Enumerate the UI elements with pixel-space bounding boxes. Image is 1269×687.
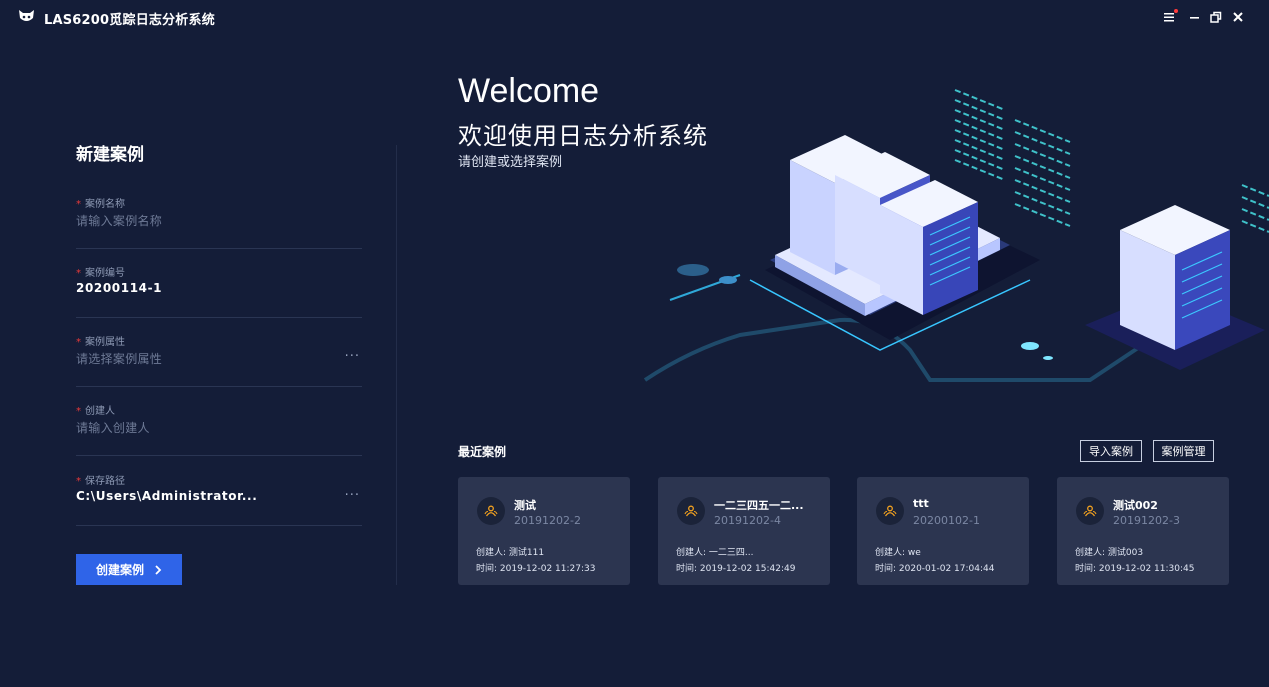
save-path-field[interactable]: * 保存路径 C:\Users\Administrator... ··· (76, 472, 362, 526)
case-name: 一二三四五一二... (714, 499, 804, 512)
case-name-input[interactable]: 请输入案例名称 (76, 214, 163, 228)
case-code: 20200102-1 (913, 514, 980, 527)
case-management-button[interactable]: 案例管理 (1153, 440, 1214, 462)
case-name-label: * 案例名称 (76, 195, 125, 210)
case-creator: 创建人: 测试111 (476, 548, 545, 558)
create-case-label: 创建案例 (95, 563, 144, 577)
case-icon-badge (677, 497, 705, 525)
save-path-label-text: 保存路径 (85, 476, 125, 487)
case-name: 测试002 (1113, 499, 1158, 512)
case-time: 时间: 2019-12-02 11:27:33 (476, 564, 596, 574)
welcome-title: Welcome (458, 72, 600, 110)
case-code: 20191202-4 (714, 514, 781, 527)
case-name-label-text: 案例名称 (85, 199, 125, 210)
required-mark: * (76, 268, 81, 279)
minimize-icon (1190, 17, 1199, 19)
title-bar: LAS6200觅踪日志分析系统 (0, 0, 1269, 34)
users-group-icon (883, 505, 897, 517)
recent-case-card[interactable]: 测试 20191202-2 创建人: 测试111 时间: 2019-12-02 … (458, 477, 630, 585)
case-number-label: * 案例编号 (76, 264, 125, 279)
case-icon-badge (477, 497, 505, 525)
case-attribute-label-text: 案例属性 (85, 337, 125, 348)
creator-label: * 创建人 (76, 402, 115, 417)
case-code: 20191202-2 (514, 514, 581, 527)
new-case-title: 新建案例 (76, 145, 144, 165)
create-case-button[interactable]: 创建案例 (76, 554, 182, 585)
case-number-label-text: 案例编号 (85, 268, 125, 279)
required-mark: * (76, 337, 81, 348)
case-time: 时间: 2019-12-02 11:30:45 (1075, 564, 1195, 574)
case-name-field[interactable]: * 案例名称 请输入案例名称 (76, 195, 362, 249)
creator-field[interactable]: * 创建人 请输入创建人 (76, 402, 362, 456)
case-attribute-select[interactable]: 请选择案例属性 (76, 352, 163, 366)
notification-dot (1174, 9, 1178, 13)
required-mark: * (76, 476, 81, 487)
minimize-button[interactable] (1187, 9, 1203, 25)
save-path-label: * 保存路径 (76, 472, 125, 487)
panel-divider (396, 145, 397, 585)
recent-case-card[interactable]: 测试002 20191202-3 创建人: 测试003 时间: 2019-12-… (1057, 477, 1229, 585)
main-menu-button[interactable] (1162, 9, 1178, 25)
restore-button[interactable] (1208, 9, 1224, 25)
import-case-button[interactable]: 导入案例 (1080, 440, 1142, 462)
restore-icon (1210, 11, 1222, 23)
creator-input[interactable]: 请输入创建人 (76, 421, 150, 435)
creator-label-text: 创建人 (85, 406, 115, 417)
recent-case-card[interactable]: ttt 20200102-1 创建人: we 时间: 2020-01-02 17… (857, 477, 1029, 585)
app-title: LAS6200觅踪日志分析系统 (44, 13, 215, 28)
case-time: 时间: 2019-12-02 15:42:49 (676, 564, 796, 574)
recent-case-card[interactable]: 一二三四五一二... 20191202-4 创建人: 一二三四... 时间: 2… (658, 477, 830, 585)
welcome-subtitle: 欢迎使用日志分析系统 (458, 122, 708, 150)
required-mark: * (76, 406, 81, 417)
case-name: 测试 (514, 499, 536, 512)
case-creator: 创建人: 一二三四... (676, 548, 754, 558)
case-attribute-label: * 案例属性 (76, 333, 125, 348)
users-group-icon (484, 505, 498, 517)
case-name: ttt (913, 497, 929, 510)
save-path-input[interactable]: C:\Users\Administrator... (76, 489, 258, 503)
required-mark: * (76, 199, 81, 210)
hamburger-menu-icon (1164, 13, 1174, 22)
cat-face-logo-icon (19, 10, 34, 21)
users-group-icon (1083, 505, 1097, 517)
case-number-input[interactable]: 20200114-1 (76, 281, 163, 295)
case-time: 时间: 2020-01-02 17:04:44 (875, 564, 995, 574)
case-attribute-more-button[interactable]: ··· (344, 349, 360, 364)
users-group-icon (684, 505, 698, 517)
close-icon (1233, 12, 1243, 22)
save-path-browse-button[interactable]: ··· (344, 488, 360, 503)
case-code: 20191202-3 (1113, 514, 1180, 527)
case-creator: 创建人: we (875, 548, 921, 558)
case-number-field[interactable]: * 案例编号 20200114-1 (76, 264, 362, 318)
case-creator: 创建人: 测试003 (1075, 548, 1144, 558)
welcome-hint: 请创建或选择案例 (458, 155, 563, 170)
recent-cases-title: 最近案例 (458, 445, 507, 459)
chevron-right-icon (155, 564, 162, 575)
case-icon-badge (1076, 497, 1104, 525)
case-attribute-field[interactable]: * 案例属性 请选择案例属性 ··· (76, 333, 362, 387)
case-icon-badge (876, 497, 904, 525)
server-illustration (643, 89, 1269, 382)
close-button[interactable] (1230, 9, 1246, 25)
